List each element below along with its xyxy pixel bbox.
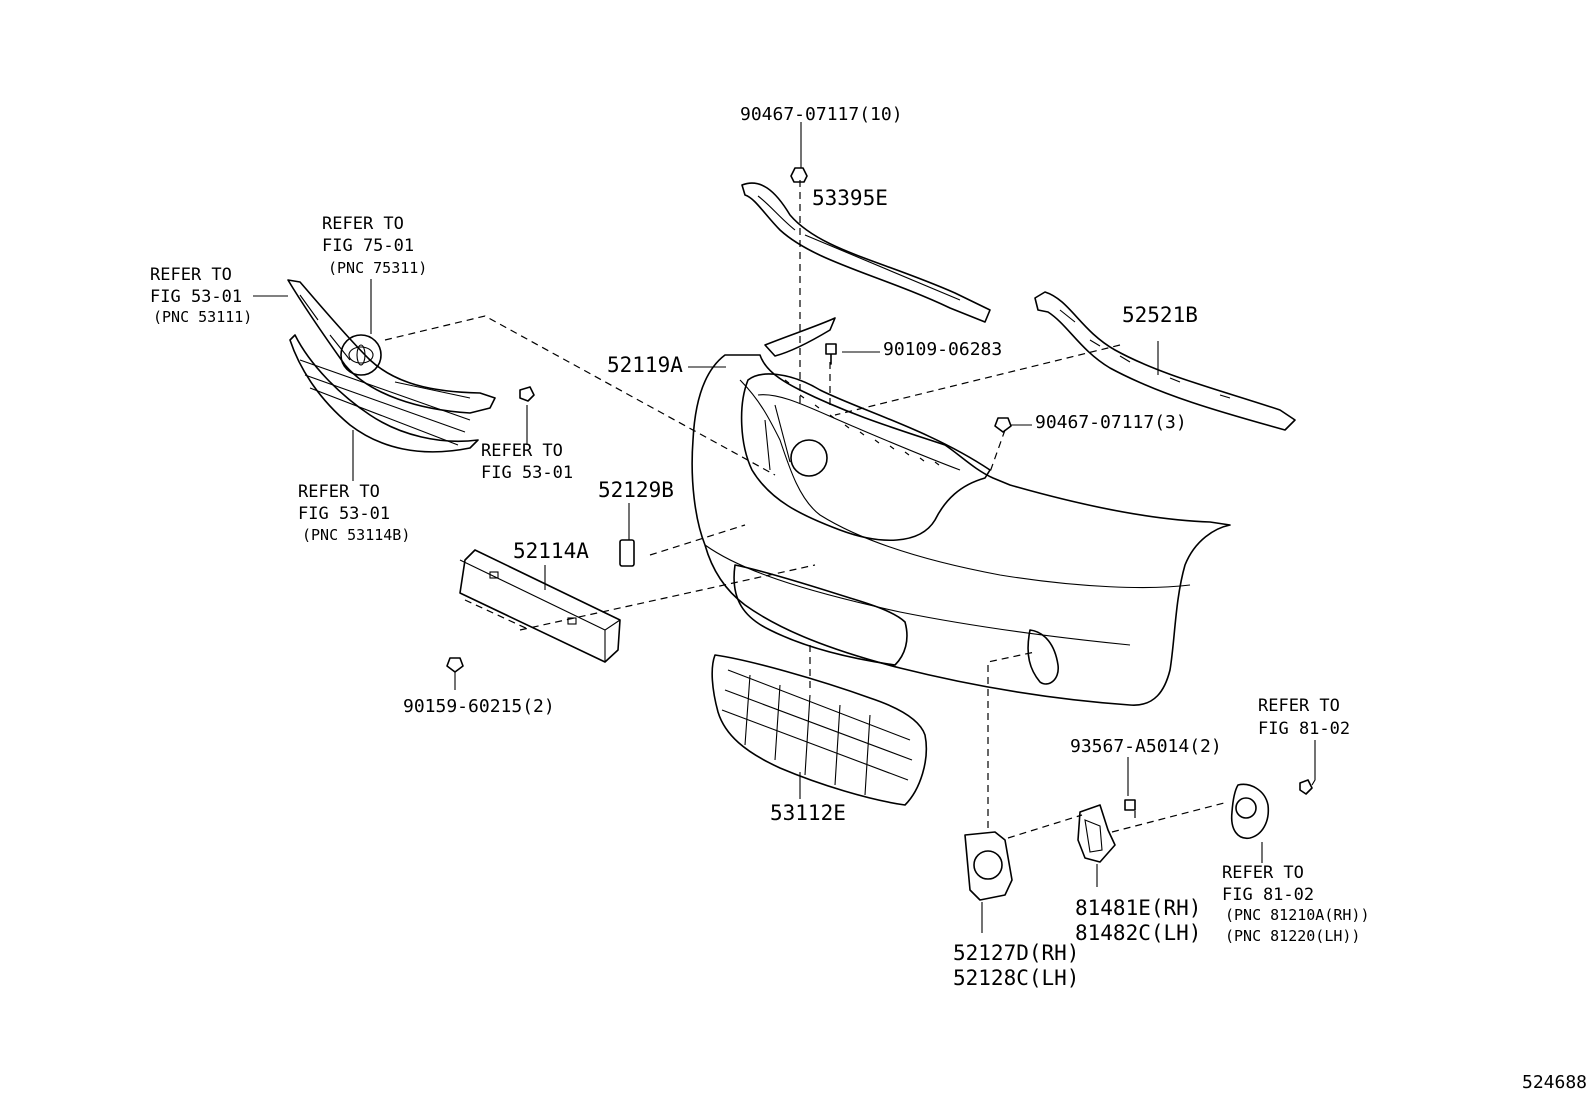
ref-upper-grille: REFER TO FIG 53-01 (PNC 53111): [150, 265, 252, 326]
ref-pnc: (PNC 53111): [153, 308, 252, 326]
lower-center-grille-53112E: [711, 654, 928, 806]
ref-fog-bolt: REFER TO FIG 81-02: [1258, 696, 1350, 739]
fasteners: [446, 167, 1313, 811]
ref-grille-clip: REFER TO FIG 53-01: [481, 441, 573, 483]
label-52119A: 52119A: [607, 353, 683, 377]
ref-pnc: (PNC 53114B): [302, 526, 410, 544]
label-93567-A5014-2: 93567-A5014(2): [1070, 736, 1222, 757]
ref-lower-grille: REFER TO FIG 53-01 (PNC 53114B): [298, 482, 410, 544]
fog-cover-52127D: [964, 831, 1013, 901]
diagram-id: 524688: [1522, 1072, 1587, 1093]
assembly-lines: [384, 180, 1229, 839]
ref-line: REFER TO: [1258, 696, 1340, 716]
fog-bracket-81481E: [1077, 804, 1116, 863]
label-81481E-RH: 81481E(RH): [1075, 896, 1201, 920]
label-90159-60215-2: 90159-60215(2): [403, 696, 555, 717]
lower-grille: [289, 334, 479, 453]
label-53112E: 53112E: [770, 801, 846, 825]
upper-retainer-53395E: [741, 182, 991, 323]
license-bracket-52114A: [459, 549, 621, 663]
ref-line: FIG 53-01: [150, 287, 242, 307]
ref-line: FIG 81-02: [1222, 885, 1314, 905]
ref-line: FIG 81-02: [1258, 719, 1350, 739]
ref-line: FIG 53-01: [481, 463, 573, 483]
ref-line: FIG 75-01: [322, 236, 414, 256]
bumper-cover-52119A: [691, 317, 1231, 706]
ref-emblem: REFER TO FIG 75-01 (PNC 75311): [322, 214, 427, 277]
label-52521B: 52521B: [1122, 303, 1198, 327]
ref-line: REFER TO: [298, 482, 380, 502]
ref-line: REFER TO: [150, 265, 232, 285]
upper-grille: [287, 279, 496, 414]
label-52128C-LH: 52128C(LH): [953, 966, 1079, 990]
ref-line: FIG 53-01: [298, 504, 390, 524]
ref-line: REFER TO: [481, 441, 563, 461]
ref-line: REFER TO: [1222, 863, 1304, 883]
ref-pnc: (PNC 81220(LH)): [1225, 927, 1360, 945]
ref-fog-lamp: REFER TO FIG 81-02 (PNC 81210A(RH)) (PNC…: [1222, 863, 1370, 945]
label-52114A: 52114A: [513, 539, 589, 563]
emblem: [340, 334, 382, 376]
label-81482C-LH: 81482C(LH): [1075, 921, 1201, 945]
label-90467-07117-3: 90467-07117(3): [1035, 412, 1187, 433]
cap-52129B: [619, 539, 635, 567]
ref-pnc: (PNC 81210A(RH)): [1225, 906, 1370, 924]
fog-lamp: [1230, 783, 1270, 839]
side-retainer-52521B: [1034, 291, 1296, 431]
label-90109-06283: 90109-06283: [883, 339, 1002, 360]
label-90467-07117-10: 90467-07117(10): [740, 104, 903, 125]
label-53395E: 53395E: [812, 186, 888, 210]
leader-lines: [253, 122, 1316, 933]
ref-line: REFER TO: [322, 214, 404, 234]
label-52127D-RH: 52127D(RH): [953, 941, 1079, 965]
ref-pnc: (PNC 75311): [328, 259, 427, 277]
label-52129B: 52129B: [598, 478, 674, 502]
